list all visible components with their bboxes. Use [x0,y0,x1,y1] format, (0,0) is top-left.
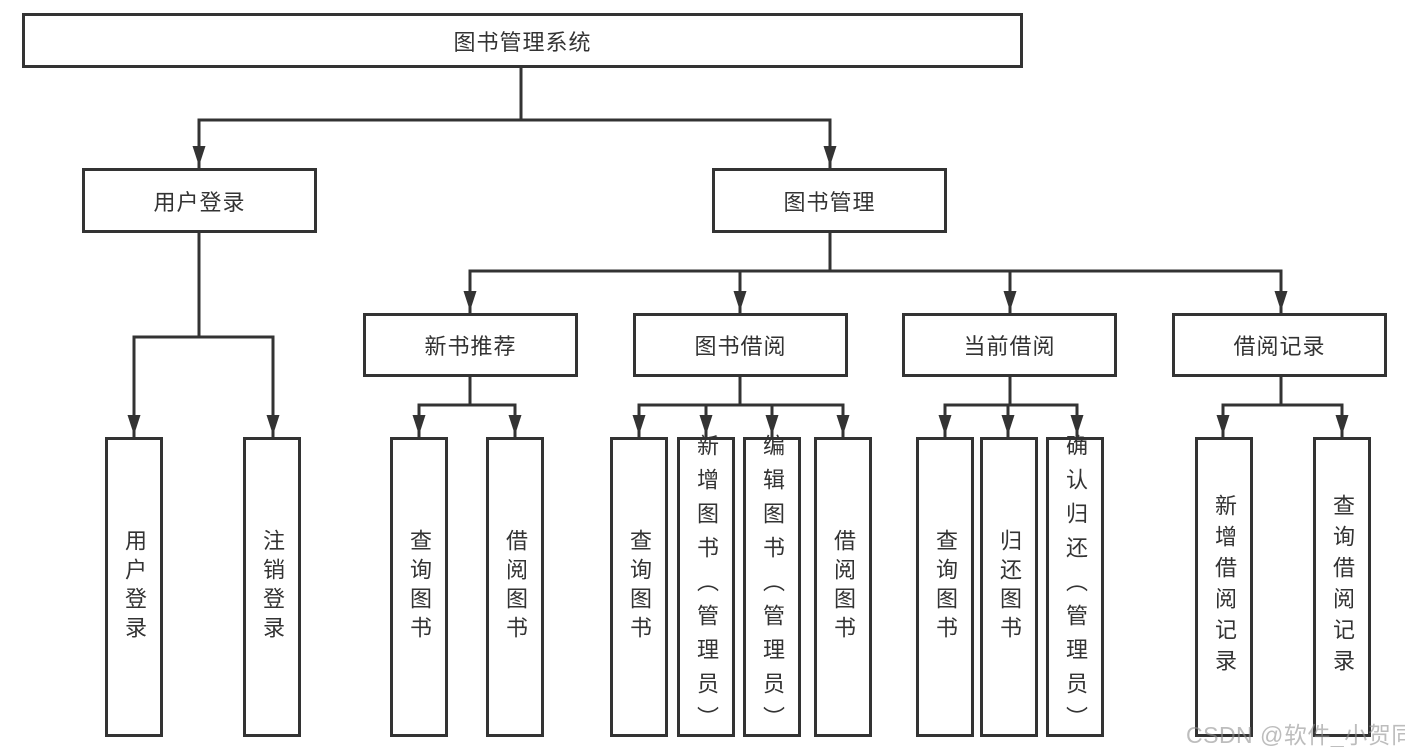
node-root-library-system: 图书管理系统 [22,13,1023,68]
node-label: 新书推荐 [424,334,517,359]
leaf-confirm-return-admin: 确认归还（管理员） [1046,434,1104,740]
node-label: 新增借阅记录 [1212,494,1237,680]
leaf-query-books-current: 查询图书 [916,437,974,737]
node-label: 查询图书 [627,529,652,645]
node-label: 借阅图书 [503,529,528,645]
node-label: 图书管理 [783,189,876,215]
node-label: 新增图书（管理员） [694,434,719,740]
node-label: 注销登录 [260,529,285,645]
node-new-book-recommendation: 新书推荐 [363,313,578,377]
node-book-borrowing: 图书借阅 [633,313,848,377]
node-label: 借阅记录 [1233,334,1326,359]
node-label: 借阅图书 [831,529,856,645]
node-user-login-branch: 用户登录 [82,168,317,233]
leaf-query-books-recommend: 查询图书 [390,437,448,737]
leaf-return-books: 归还图书 [980,437,1038,737]
leaf-borrow-books-recommend: 借阅图书 [486,437,544,737]
node-current-borrowing: 当前借阅 [902,313,1117,377]
csdn-watermark: CSDN @软件_小贺同学 [1186,722,1405,747]
leaf-edit-books-admin: 编辑图书（管理员） [743,434,801,740]
node-book-management-branch: 图书管理 [712,168,947,233]
node-label: 图书管理系统 [453,29,592,55]
node-label: 查询借阅记录 [1330,494,1355,680]
node-label: 编辑图书（管理员） [760,434,785,740]
leaf-add-books-admin: 新增图书（管理员） [677,434,735,740]
node-label: 当前借阅 [963,334,1056,359]
arrowhead-icons [127,146,1349,435]
node-label: 用户登录 [122,529,147,645]
node-label: 查询图书 [933,529,958,645]
leaf-query-books-borrowing: 查询图书 [610,437,668,737]
leaf-borrow-books: 借阅图书 [814,437,872,737]
leaf-query-borrow-record: 查询借阅记录 [1313,437,1371,737]
node-label: 归还图书 [997,529,1022,645]
leaf-logout: 注销登录 [243,437,301,737]
leaf-add-borrow-record: 新增借阅记录 [1195,437,1253,737]
node-label: 确认归还（管理员） [1063,434,1088,740]
node-label: 查询图书 [407,529,432,645]
node-label: 用户登录 [153,189,246,215]
leaf-user-login: 用户登录 [105,437,163,737]
node-borrowing-records: 借阅记录 [1172,313,1387,377]
node-label: 图书借阅 [694,334,787,359]
